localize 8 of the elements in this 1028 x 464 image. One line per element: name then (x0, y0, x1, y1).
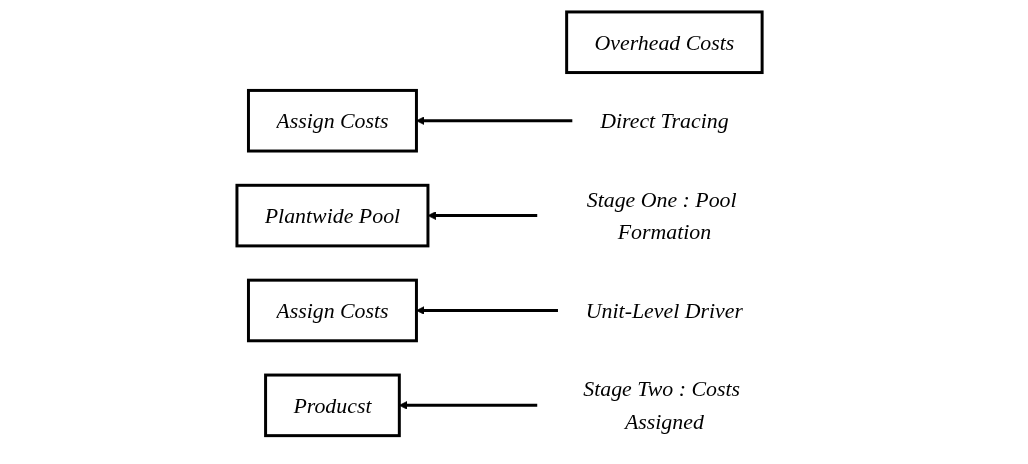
node-text: Stage Two : Costs Assigned (582, 376, 740, 435)
node-text: Unit-Level Driver (585, 298, 743, 323)
node-text: Direct Tracing (599, 108, 729, 134)
node-box: Producst (263, 373, 401, 438)
arrow (427, 211, 537, 220)
node-box: Plantwide Pool (235, 183, 430, 248)
node-box: Overhead Costs (564, 10, 764, 75)
node-text: Stage One : Pool Formation (586, 186, 737, 245)
